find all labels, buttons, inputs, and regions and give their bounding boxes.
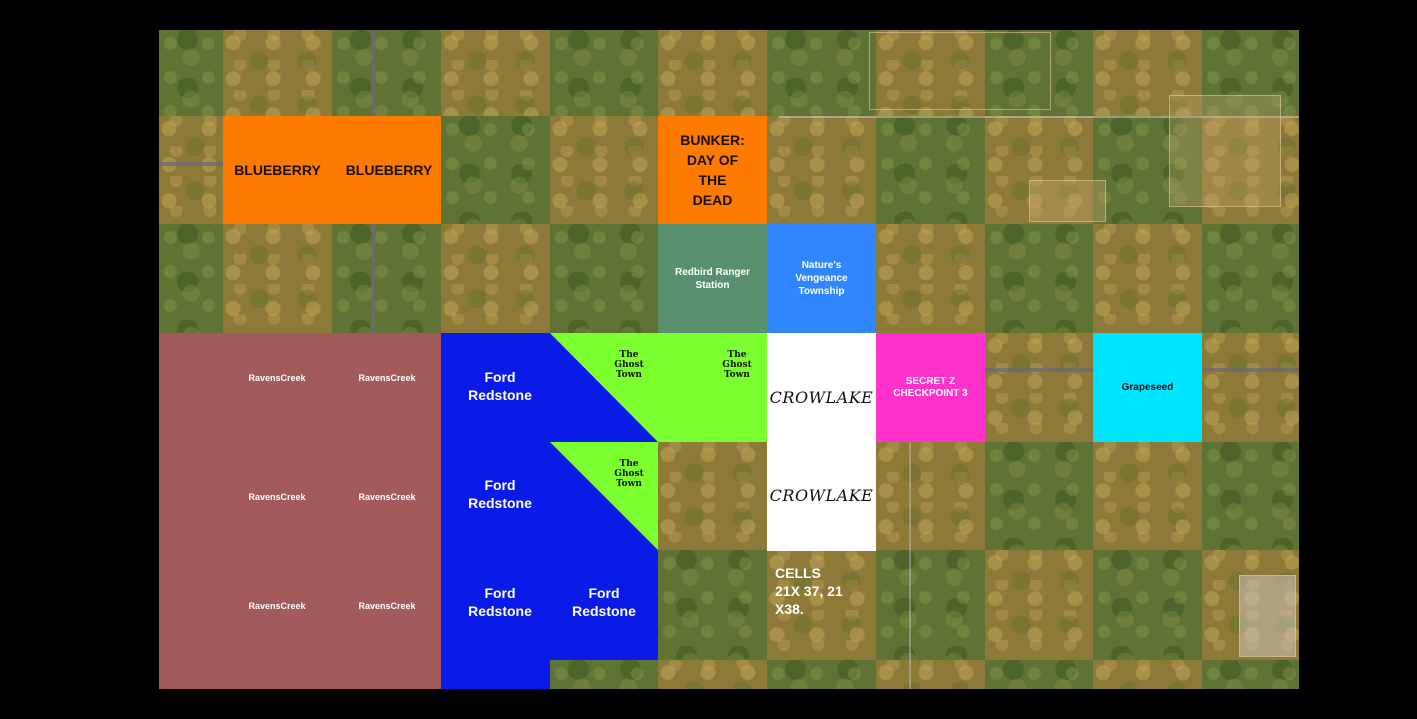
farm-fields [1239,575,1296,657]
terrain-cell [1202,660,1299,689]
terrain-cell [876,550,985,660]
terrain-cell [441,224,550,333]
terrain-cell [767,660,876,689]
terrain-cell [985,442,1093,550]
plot-blueberry[interactable]: BLUEBERRY BLUEBERRY [223,116,441,224]
crowlake-label: CROWLAKE [769,388,874,407]
terrain-cell [223,30,332,116]
terrain-cell [876,30,985,116]
ghost-town-label: The Ghost Town [722,350,752,380]
terrain-cell [1093,224,1202,333]
terrain-cell [332,30,441,116]
ravenscreek-label: RavensCreek [248,601,306,611]
terrain-cell [985,660,1093,689]
ravenscreek-label: RavensCreek [358,373,416,383]
plot-label: Nature's Vengeance Township [795,260,848,297]
terrain-cell [159,30,223,116]
terrain-cell [767,30,876,116]
road [985,368,1095,372]
plot-grapeseed[interactable]: Grapeseed [1093,333,1202,442]
plot-bunker[interactable]: BUNKER: DAY OF THE DEAD [658,116,767,224]
cells-note: CELLS 21X 37, 21 X38. [775,565,843,617]
farm-fields [1029,180,1106,222]
plot-crowlake[interactable] [767,333,876,551]
ford-redstone-label: Ford Redstone [468,477,532,511]
terrain-cell [550,116,658,224]
terrain-cell [658,660,767,689]
terrain-cell [1202,224,1299,333]
ford-redstone-label: Ford Redstone [468,585,532,619]
terrain-cell [441,30,550,116]
terrain-cell [1093,550,1202,660]
map-canvas[interactable]: BLUEBERRY BLUEBERRY BUNKER: DAY OF THE D… [159,30,1299,689]
ghost-town-label: The Ghost Town [614,459,644,489]
plot-redbird-ranger-station[interactable]: Redbird Ranger Station [658,224,767,333]
road [779,116,1299,118]
terrain-cell [550,224,658,333]
terrain-cell [658,30,767,116]
plot-secret-z-checkpoint[interactable]: SECRET Z CHECKPOINT 3 [876,333,985,442]
ghost-town-triangle [550,333,658,442]
terrain-cell [985,30,1093,116]
terrain-cell [985,224,1093,333]
road [909,440,911,689]
plot-label: BLUEBERRY [234,162,321,178]
terrain-cell [1202,30,1299,116]
terrain-cell [658,442,767,550]
terrain-cell [985,116,1093,224]
terrain-cell [1093,660,1202,689]
ghost-town-triangle [550,442,658,550]
ravenscreek-label: RavensCreek [248,373,306,383]
plot-ravenscreek[interactable] [159,333,441,689]
crowlake-label: CROWLAKE [769,486,874,505]
terrain-cell [985,550,1093,660]
plot-ford-redstone[interactable] [550,550,658,660]
terrain-cell [441,116,550,224]
ghost-town-label: The Ghost Town [614,350,644,380]
plot-ghost-town[interactable] [658,333,767,442]
terrain-cell [876,116,985,224]
terrain-cell [550,30,658,116]
terrain-cell [159,116,223,224]
farm-fields [1169,95,1281,207]
ford-redstone-label: Ford Redstone [572,585,636,619]
terrain-cell [658,550,767,660]
terrain-cell [1093,442,1202,550]
terrain-cell [223,224,332,333]
ford-redstone-label: Ford Redstone [468,369,532,403]
terrain-cell [1202,333,1299,442]
plot-ghost-town-split[interactable] [550,333,658,442]
plot-label: BLUEBERRY [345,162,433,178]
plot-label: Grapeseed [1121,382,1174,393]
terrain-cell [332,224,441,333]
plot-ghost-town-split[interactable] [550,442,658,550]
plot-label: SECRET Z CHECKPOINT 3 [893,375,968,399]
terrain-cell [550,660,658,689]
terrain-cell [876,442,985,550]
farm-fields [869,32,1051,110]
terrain-cell [876,224,985,333]
terrain-cell [1093,30,1202,116]
ravenscreek-label: RavensCreek [358,601,416,611]
terrain-cell [985,333,1093,442]
terrain-cell [159,224,223,333]
ravenscreek-label: RavensCreek [358,492,416,502]
terrain-cell [876,660,985,689]
plot-label: BUNKER: DAY OF THE DEAD [680,132,745,208]
terrain-cell [767,116,876,224]
plot-ford-redstone[interactable] [441,333,550,689]
road [159,162,224,166]
ravenscreek-label: RavensCreek [248,492,306,502]
plot-natures-vengeance[interactable]: Nature's Vengeance Township [767,224,876,333]
terrain-cell [767,550,876,660]
plot-label: Redbird Ranger Station [674,266,750,291]
road [1202,368,1299,372]
terrain-cell [1202,442,1299,550]
